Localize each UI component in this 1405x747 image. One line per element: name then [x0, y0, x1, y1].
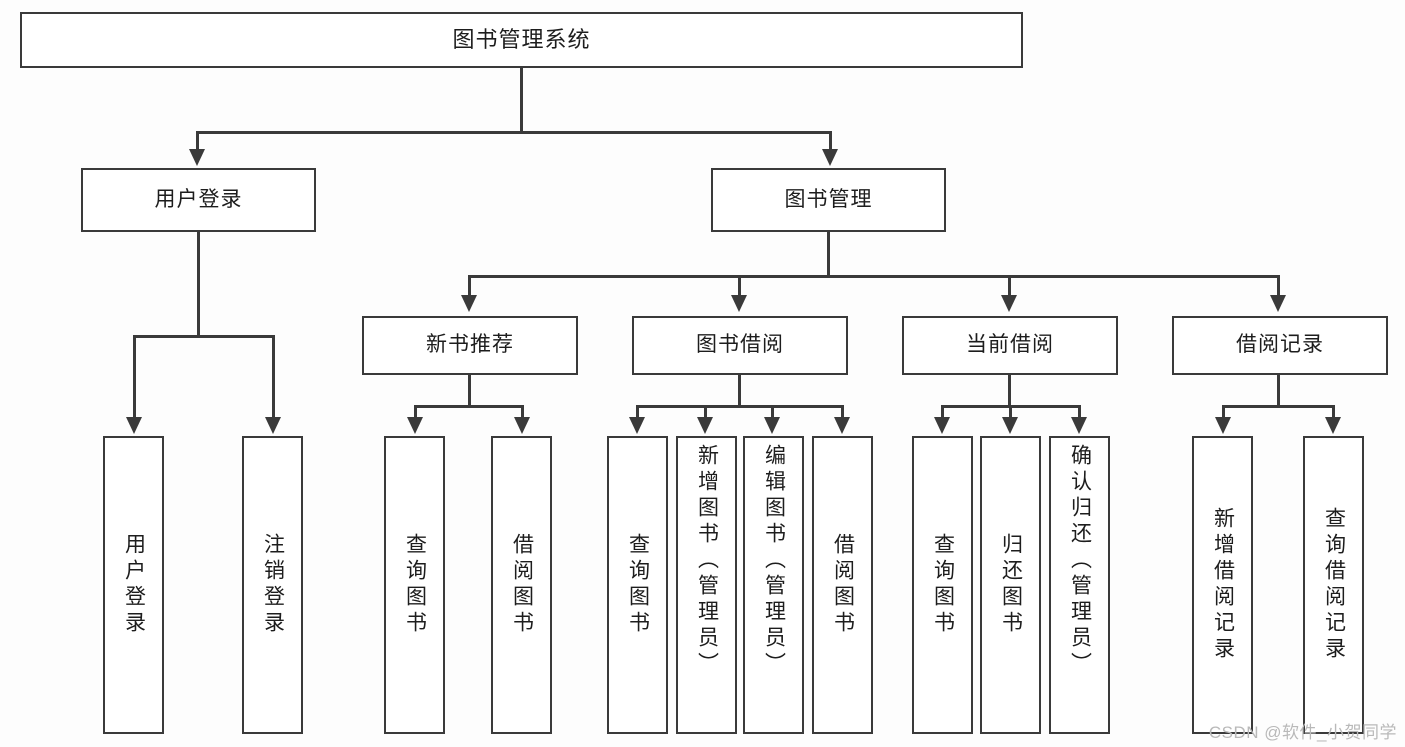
connector-book-manage-to-current [1008, 275, 1011, 297]
node-label: 注销登录 [261, 533, 285, 637]
connector-new-book-leaf-2 [521, 405, 524, 419]
leaf-cb-confirm-return-admin[interactable]: 确认归还（管理员） [1049, 436, 1110, 734]
node-label: 编辑图书（管理员） [762, 444, 786, 678]
connector-root-to-book-manage [829, 131, 832, 151]
arrow-into-borrow-record [1270, 295, 1286, 312]
leaf-user-login[interactable]: 用户登录 [103, 436, 164, 734]
node-book-borrow[interactable]: 图书借阅 [632, 316, 848, 375]
connector-book-borrow-bus [636, 405, 844, 408]
connector-bb-leaf-1 [636, 405, 639, 419]
arrow-into-leaf-user-login [126, 417, 142, 434]
arrow-into-br-leaf-2 [1325, 417, 1341, 434]
connector-cb-leaf-2 [1009, 405, 1012, 419]
connector-cb-leaf-3 [1078, 405, 1081, 419]
node-root-system[interactable]: 图书管理系统 [20, 12, 1023, 68]
leaf-logout[interactable]: 注销登录 [242, 436, 303, 734]
node-label: 用户登录 [154, 187, 243, 211]
connector-br-leaf-1 [1222, 405, 1225, 419]
connector-user-login-leaf-2 [272, 335, 275, 419]
leaf-cb-query-book[interactable]: 查询图书 [912, 436, 973, 734]
node-label: 确认归还（管理员） [1068, 444, 1092, 678]
node-user-login[interactable]: 用户登录 [81, 168, 316, 232]
csdn-watermark: CSDN @软件_小贺同学 [1208, 723, 1397, 742]
connector-borrow-record-bus [1222, 405, 1335, 408]
node-label: 图书借阅 [696, 333, 784, 357]
connector-borrow-record-stem [1277, 375, 1280, 408]
leaf-bb-query-book[interactable]: 查询图书 [607, 436, 668, 734]
connector-book-manage-bus [468, 275, 1280, 278]
arrow-into-br-leaf-1 [1215, 417, 1231, 434]
connector-cb-leaf-1 [941, 405, 944, 419]
node-label: 借阅图书 [831, 533, 855, 637]
arrow-into-bb-leaf-4 [834, 417, 850, 434]
arrow-into-bb-leaf-3 [764, 417, 780, 434]
connector-book-borrow-stem [738, 375, 741, 408]
node-label: 借阅记录 [1236, 333, 1324, 357]
connector-root-bus [196, 131, 832, 134]
node-label: 查询借阅记录 [1322, 507, 1346, 663]
connector-user-login-bus [133, 335, 275, 338]
connector-root-stem [520, 68, 523, 133]
connector-book-manage-to-borrow [738, 275, 741, 297]
arrow-into-bb-leaf-2 [697, 417, 713, 434]
leaf-br-add-record[interactable]: 新增借阅记录 [1192, 436, 1253, 734]
arrow-into-book-manage [822, 149, 838, 166]
node-label: 新增借阅记录 [1211, 507, 1235, 663]
connector-bb-leaf-2 [704, 405, 707, 419]
node-label: 当前借阅 [966, 333, 1054, 357]
leaf-bb-add-book-admin[interactable]: 新增图书（管理员） [676, 436, 737, 734]
connector-bb-leaf-4 [841, 405, 844, 419]
node-label: 新书推荐 [426, 333, 514, 357]
arrow-into-nb-leaf-1 [407, 417, 423, 434]
leaf-nbr-borrow-book[interactable]: 借阅图书 [491, 436, 552, 734]
connector-root-to-user-login [196, 131, 199, 151]
node-label: 归还图书 [999, 533, 1023, 637]
arrow-into-user-login [189, 149, 205, 166]
connector-current-borrow-stem [1008, 375, 1011, 408]
arrow-into-leaf-logout [265, 417, 281, 434]
arrow-into-cb-leaf-1 [934, 417, 950, 434]
arrow-into-bb-leaf-1 [629, 417, 645, 434]
arrow-into-new-book-recommend [461, 295, 477, 312]
connector-book-manage-to-new-book [468, 275, 471, 297]
connector-user-login-leaf-1 [133, 335, 136, 419]
connector-bb-leaf-3 [771, 405, 774, 419]
arrow-into-cb-leaf-2 [1002, 417, 1018, 434]
node-label: 用户登录 [122, 533, 146, 637]
connector-new-book-leaf-1 [414, 405, 417, 419]
node-new-book-recommend[interactable]: 新书推荐 [362, 316, 578, 375]
node-current-borrow[interactable]: 当前借阅 [902, 316, 1118, 375]
node-label: 图书管理系统 [452, 27, 591, 53]
connector-new-book-stem [468, 375, 471, 408]
arrow-into-nb-leaf-2 [514, 417, 530, 434]
connector-new-book-bus [414, 405, 524, 408]
arrow-into-book-borrow [731, 295, 747, 312]
arrow-into-current-borrow [1001, 295, 1017, 312]
leaf-br-query-record[interactable]: 查询借阅记录 [1303, 436, 1364, 734]
node-label: 图书管理 [784, 187, 873, 211]
connector-user-login-stem [197, 232, 200, 338]
node-label: 查询图书 [931, 533, 955, 637]
node-label: 查询图书 [626, 533, 650, 637]
leaf-nbr-query-book[interactable]: 查询图书 [384, 436, 445, 734]
node-borrow-record[interactable]: 借阅记录 [1172, 316, 1388, 375]
node-label: 查询图书 [403, 533, 427, 637]
connector-book-manage-to-record [1277, 275, 1280, 297]
node-book-management[interactable]: 图书管理 [711, 168, 946, 232]
connector-book-manage-stem [827, 232, 830, 278]
node-label: 新增图书（管理员） [695, 444, 719, 678]
leaf-cb-return-book[interactable]: 归还图书 [980, 436, 1041, 734]
connector-br-leaf-2 [1332, 405, 1335, 419]
node-label: 借阅图书 [510, 533, 534, 637]
leaf-bb-edit-book-admin[interactable]: 编辑图书（管理员） [743, 436, 804, 734]
leaf-bb-borrow-book[interactable]: 借阅图书 [812, 436, 873, 734]
arrow-into-cb-leaf-3 [1071, 417, 1087, 434]
